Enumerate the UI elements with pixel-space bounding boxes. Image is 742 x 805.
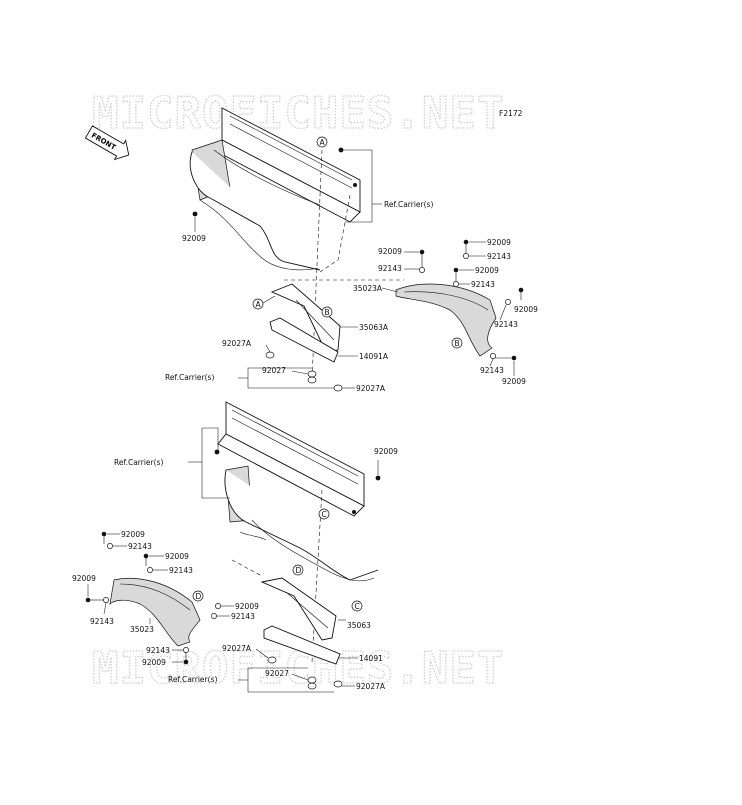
watermark-bottom: MICROFICHES.NET xyxy=(92,643,504,694)
label-92143-lower-far-left: 92143 xyxy=(90,617,114,626)
label-92027A-upper-left: 92027A xyxy=(222,339,252,348)
fender-35023 xyxy=(109,577,201,647)
label-ref-carrier-upper: Ref.Carrier(s) xyxy=(384,200,433,209)
label-92143-lower-bottom: 92143 xyxy=(146,646,170,655)
label-92009-upper-mid: 92009 xyxy=(378,247,402,256)
label-92143-r1: 92143 xyxy=(487,252,511,261)
label-92009-r2: 92009 xyxy=(475,266,499,275)
label-92027-lower: 92027 xyxy=(265,669,289,678)
fender-bracket-35063 xyxy=(260,577,341,665)
watermark-top: MICROFICHES.NET xyxy=(92,88,504,139)
label-92009-lower-l2: 92009 xyxy=(165,552,189,561)
lower-carrier-panel xyxy=(217,401,379,582)
label-35063A: 35063A xyxy=(359,323,389,332)
label-92027A-lower-left: 92027A xyxy=(222,644,252,653)
figure-code: F2172 xyxy=(499,109,523,118)
fender-35023A xyxy=(395,283,497,357)
label-92009-r1: 92009 xyxy=(487,238,511,247)
label-14091: 14091 xyxy=(359,654,383,663)
label-ref-carrier-lower: Ref.Carrier(s) xyxy=(114,458,163,467)
label-92009-lower-top: 92009 xyxy=(374,447,398,456)
fender-bracket-35063A xyxy=(269,283,341,363)
label-92143-r2: 92143 xyxy=(471,280,495,289)
label-92009-upper-left: 92009 xyxy=(182,234,206,243)
label-35063: 35063 xyxy=(347,621,371,630)
label-92009-lower-mid: 92009 xyxy=(235,602,259,611)
label-92027A-lower-right: 92027A xyxy=(356,682,386,691)
label-92009-lower-far-left: 92009 xyxy=(72,574,96,583)
callout-B-upper-bracket: B xyxy=(325,308,330,317)
label-92143-lower-l2: 92143 xyxy=(169,566,193,575)
label-92009-lower-l1: 92009 xyxy=(121,530,145,539)
label-35023: 35023 xyxy=(130,625,154,634)
label-92143-lower-mid: 92143 xyxy=(231,612,255,621)
callout-D-lower-bracket: D xyxy=(296,566,302,575)
callout-A-upper-bracket: A xyxy=(256,300,262,309)
label-92009-lower-right: 92009 xyxy=(502,377,526,386)
callout-B-fender: B xyxy=(455,339,460,348)
label-92027A-upper-right: 92027A xyxy=(356,384,386,393)
label-92009-far-right: 92009 xyxy=(514,305,538,314)
upper-carrier-panel xyxy=(189,107,361,271)
callout-D-fender: D xyxy=(196,592,202,601)
callout-C-lower-bracket: C xyxy=(355,602,360,611)
label-35023A: 35023A xyxy=(353,284,383,293)
label-92009-lower-bottom: 92009 xyxy=(142,658,166,667)
label-92143-upper-mid: 92143 xyxy=(378,264,402,273)
label-ref-carrier-lower-left: Ref.Carrier(s) xyxy=(168,675,217,684)
label-92143-lower-l1: 92143 xyxy=(128,542,152,551)
label-14091A: 14091A xyxy=(359,352,389,361)
callout-A-upper-panel: A xyxy=(320,138,326,147)
label-ref-carrier-upper-left: Ref.Carrier(s) xyxy=(165,373,214,382)
callout-C-lower-panel: C xyxy=(322,510,327,519)
label-92143-far-right: 92143 xyxy=(494,320,518,329)
label-92143-lower-right: 92143 xyxy=(480,366,504,375)
label-92027-upper: 92027 xyxy=(262,366,286,375)
